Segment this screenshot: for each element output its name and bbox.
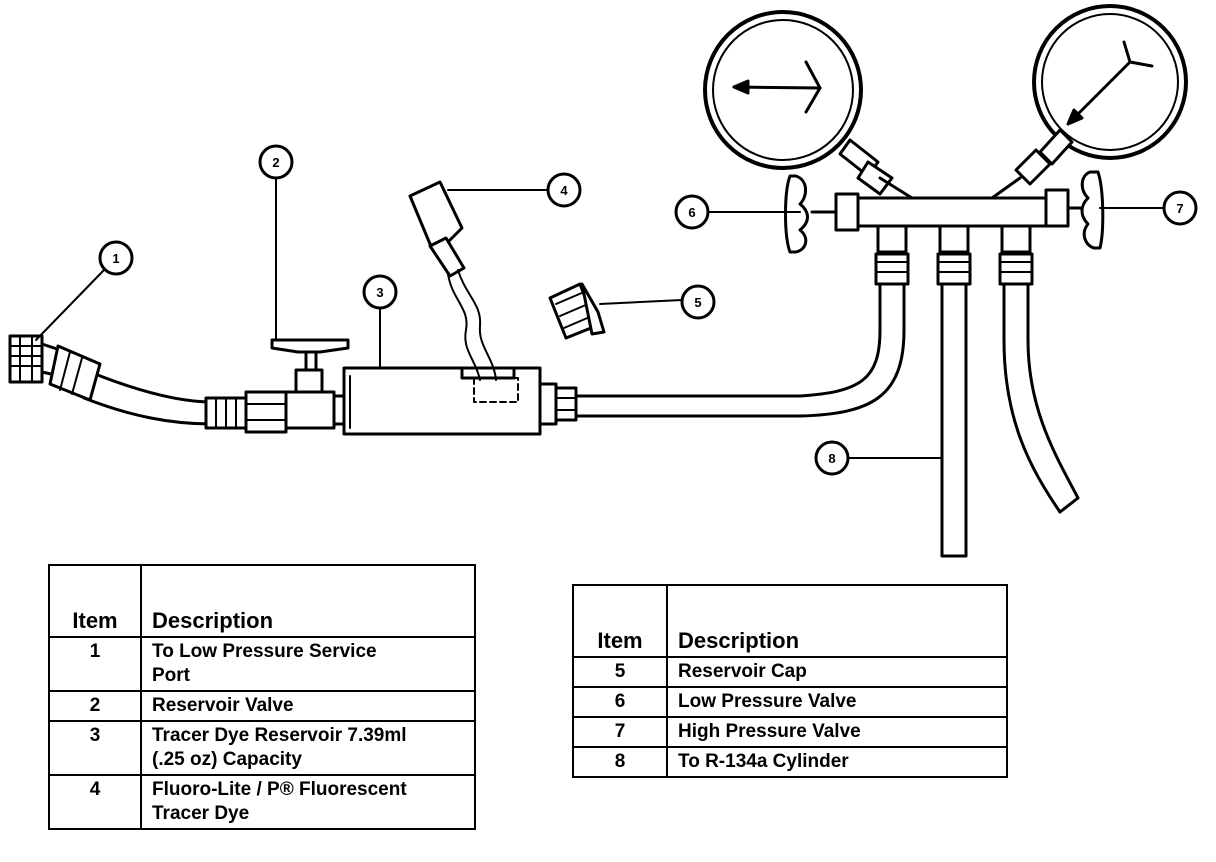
- description-line: Tracer Dye Reservoir 7.39ml: [152, 725, 407, 746]
- table-row: 7 High Pressure Valve: [572, 716, 1008, 748]
- item-number: 2: [48, 690, 142, 722]
- column-header-description: Description: [140, 564, 476, 638]
- item-number: 6: [572, 686, 668, 718]
- column-header-item: Item: [48, 564, 142, 638]
- item-number: 7: [572, 716, 668, 748]
- table-row: 3 Tracer Dye Reservoir 7.39ml (.25 oz) C…: [48, 720, 476, 776]
- table-header-row: Item Description: [48, 564, 476, 638]
- item-number: 8: [572, 746, 668, 778]
- item-number: 1: [48, 636, 142, 692]
- dye-reservoir: [342, 366, 578, 436]
- item-description: Fluoro-Lite / P® Fluorescent Tracer Dye: [140, 774, 476, 830]
- dye-bottle: [408, 180, 497, 381]
- hoses: [82, 284, 1080, 558]
- table-row: 4 Fluoro-Lite / P® Fluorescent Tracer Dy…: [48, 774, 476, 830]
- legend-table-left: Item Description 1 To Low Pressure Servi…: [48, 564, 476, 830]
- table-row: 6 Low Pressure Valve: [572, 686, 1008, 718]
- svg-text:7: 7: [1176, 201, 1183, 216]
- legend-table-right: Item Description 5 Reservoir Cap 6 Low P…: [572, 584, 1008, 778]
- svg-text:5: 5: [694, 295, 701, 310]
- callout-5: 5: [680, 284, 716, 320]
- column-header-description: Description: [666, 584, 1008, 658]
- callout-2: 2: [258, 144, 294, 180]
- svg-text:8: 8: [828, 451, 835, 466]
- low-pressure-gauge: [703, 10, 894, 196]
- item-description: Reservoir Valve: [140, 690, 476, 722]
- svg-text:1: 1: [112, 251, 119, 266]
- callout-4: 4: [546, 172, 582, 208]
- item-description: Reservoir Cap: [666, 656, 1008, 688]
- item-description: Low Pressure Valve: [666, 686, 1008, 718]
- callout-7: 7: [1162, 190, 1198, 226]
- table-row: 1 To Low Pressure Service Port: [48, 636, 476, 692]
- callout-3: 3: [362, 274, 398, 310]
- item-number: 3: [48, 720, 142, 776]
- high-pressure-gauge: [1014, 4, 1188, 186]
- leader-lines: [35, 177, 1165, 459]
- svg-text:3: 3: [376, 285, 383, 300]
- inline-fittings: [204, 390, 288, 434]
- reservoir-cap: [548, 282, 606, 340]
- column-header-item: Item: [572, 584, 668, 658]
- svg-text:2: 2: [272, 155, 279, 170]
- callout-6: 6: [674, 194, 710, 230]
- description-line: To Low Pressure Service: [152, 641, 377, 662]
- item-description: To R-134a Cylinder: [666, 746, 1008, 778]
- description-line: (.25 oz) Capacity: [152, 749, 302, 770]
- table-header-row: Item Description: [572, 584, 1008, 658]
- item-number: 4: [48, 774, 142, 830]
- table-row: 8 To R-134a Cylinder: [572, 746, 1008, 778]
- service-port-coupler: [8, 334, 102, 402]
- table-row: 5 Reservoir Cap: [572, 656, 1008, 688]
- table-row: 2 Reservoir Valve: [48, 690, 476, 722]
- item-description: High Pressure Valve: [666, 716, 1008, 748]
- description-line: Port: [152, 665, 190, 686]
- callout-1: 1: [98, 240, 134, 276]
- item-number: 5: [572, 656, 668, 688]
- item-description: To Low Pressure Service Port: [140, 636, 476, 692]
- callout-8: 8: [814, 440, 850, 476]
- description-line: Fluoro-Lite / P® Fluorescent: [152, 779, 407, 800]
- svg-text:4: 4: [560, 183, 568, 198]
- description-line: Tracer Dye: [152, 803, 250, 824]
- svg-text:6: 6: [688, 205, 695, 220]
- description-line: Reservoir Valve: [152, 695, 294, 716]
- manifold: [784, 170, 1105, 286]
- item-description: Tracer Dye Reservoir 7.39ml (.25 oz) Cap…: [140, 720, 476, 776]
